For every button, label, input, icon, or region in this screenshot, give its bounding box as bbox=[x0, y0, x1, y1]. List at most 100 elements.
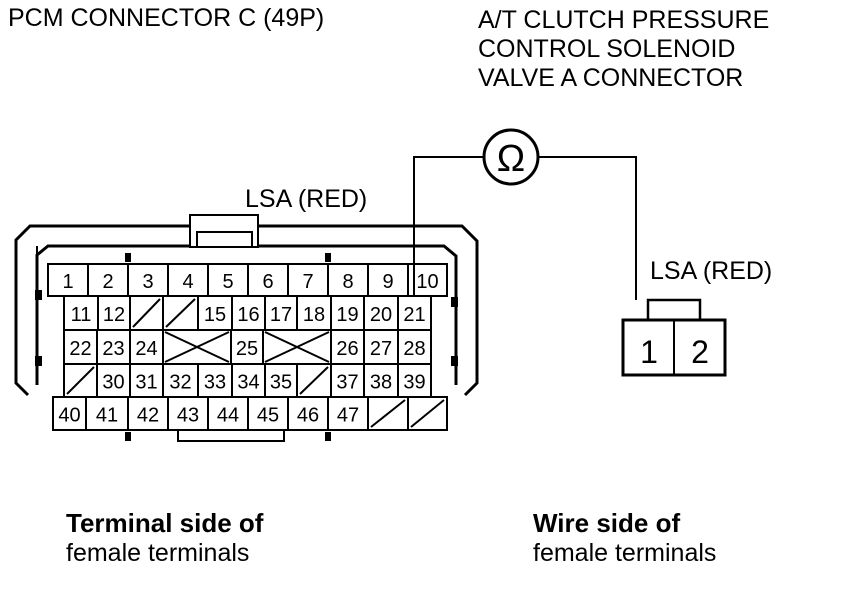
pcm-connector-title: PCM CONNECTOR C (49P) bbox=[8, 4, 325, 32]
pcm-terminal-19: 19 bbox=[336, 304, 358, 326]
pcm-terminal-25: 25 bbox=[236, 338, 258, 360]
pcm-blank-cavity bbox=[162, 329, 232, 365]
solenoid-connector-title: A/T CLUTCH PRESSURE CONTROL SOLENOID VAL… bbox=[478, 6, 769, 93]
probe-wire-pcm bbox=[413, 156, 484, 296]
pcm-unused-cavity bbox=[407, 396, 448, 431]
pcm-terminal-8: 8 bbox=[342, 271, 353, 293]
pcm-terminal-cell: 47 bbox=[327, 396, 369, 431]
pcm-unused-cavity bbox=[162, 295, 199, 331]
pcm-terminal-1: 1 bbox=[62, 271, 73, 293]
pcm-terminal-cell: 7 bbox=[287, 263, 329, 297]
pcm-terminal-cell: 3 bbox=[127, 263, 169, 297]
pcm-terminal-11: 11 bbox=[71, 304, 92, 326]
pcm-terminal-cell: 40 bbox=[52, 396, 87, 431]
pcm-terminal-cell: 19 bbox=[330, 295, 365, 331]
pcm-terminal-47: 47 bbox=[337, 405, 359, 427]
pcm-terminal-cell: 38 bbox=[363, 363, 399, 398]
pcm-keys bbox=[35, 253, 458, 441]
pcm-bottom-latch bbox=[177, 429, 285, 442]
pcm-terminal-cell: 12 bbox=[97, 295, 131, 331]
pcm-terminal-cell: 21 bbox=[397, 295, 432, 331]
pcm-terminal-cell: 9 bbox=[367, 263, 409, 297]
pcm-terminal-cell: 39 bbox=[397, 363, 432, 398]
pcm-terminal-cell: 26 bbox=[330, 329, 365, 365]
ohmmeter-icon: Ω bbox=[482, 128, 540, 186]
pcm-blank-cavity bbox=[262, 329, 332, 365]
pcm-terminal-31: 31 bbox=[135, 372, 157, 394]
solenoid-terminal-2: 2 bbox=[691, 334, 709, 370]
pcm-terminal-23: 23 bbox=[102, 338, 124, 360]
pcm-terminal-cell: 17 bbox=[264, 295, 298, 331]
pcm-terminal-cell: 20 bbox=[363, 295, 399, 331]
pcm-terminal-cell: 22 bbox=[63, 329, 98, 365]
pcm-terminal-21: 21 bbox=[403, 304, 425, 326]
pcm-terminal-34: 34 bbox=[237, 372, 259, 394]
pcm-terminal-cell: 28 bbox=[397, 329, 432, 365]
pcm-terminal-cell: 43 bbox=[167, 396, 209, 431]
pcm-terminal-cell: 32 bbox=[162, 363, 199, 398]
pcm-terminal-33: 33 bbox=[204, 372, 226, 394]
pcm-caption-line2: female terminals bbox=[66, 539, 250, 567]
pcm-terminal-15: 15 bbox=[204, 304, 226, 326]
pcm-terminal-7: 7 bbox=[302, 271, 313, 293]
pcm-terminal-cell: 23 bbox=[96, 329, 131, 365]
solenoid-title-line: A/T CLUTCH PRESSURE bbox=[478, 6, 770, 34]
solenoid-title-line: VALVE A CONNECTOR bbox=[478, 64, 744, 92]
probe-wire-solenoid bbox=[538, 156, 637, 300]
pcm-terminal-26: 26 bbox=[336, 338, 358, 360]
solenoid-caption-line1: Wire side of bbox=[533, 508, 681, 538]
pcm-terminal-46: 46 bbox=[297, 405, 319, 427]
pcm-terminal-cell: 6 bbox=[247, 263, 289, 297]
pcm-terminal-cell: 37 bbox=[330, 363, 365, 398]
pcm-terminal-5: 5 bbox=[222, 271, 233, 293]
pcm-terminal-cell: 34 bbox=[231, 363, 266, 398]
pcm-unused-cavity bbox=[129, 295, 164, 331]
pcm-terminal-28: 28 bbox=[403, 338, 425, 360]
pcm-terminal-cell: 35 bbox=[264, 363, 298, 398]
pcm-terminal-2: 2 bbox=[102, 271, 113, 293]
pcm-terminal-cell: 31 bbox=[129, 363, 164, 398]
pcm-terminal-17: 17 bbox=[270, 304, 292, 326]
ohm-symbol: Ω bbox=[497, 138, 525, 180]
solenoid-terminal-1: 1 bbox=[640, 334, 658, 370]
pcm-terminal-12: 12 bbox=[103, 304, 125, 326]
pcm-terminal-43: 43 bbox=[177, 405, 199, 427]
pcm-terminal-cell: 2 bbox=[87, 263, 129, 297]
pcm-terminal-cell: 46 bbox=[287, 396, 329, 431]
pcm-wire-label: LSA (RED) bbox=[245, 185, 368, 213]
pcm-terminal-16: 16 bbox=[237, 304, 259, 326]
pcm-terminal-cell: 27 bbox=[363, 329, 399, 365]
pcm-terminal-4: 4 bbox=[182, 271, 193, 293]
pcm-terminal-cell: 18 bbox=[296, 295, 332, 331]
solenoid-wire-label: LSA (RED) bbox=[650, 257, 773, 285]
pcm-terminal-42: 42 bbox=[137, 405, 159, 427]
pcm-terminal-37: 37 bbox=[336, 372, 358, 394]
pcm-terminal-38: 38 bbox=[370, 372, 392, 394]
pcm-terminal-45: 45 bbox=[257, 405, 279, 427]
pcm-terminal-32: 32 bbox=[169, 372, 191, 394]
pcm-terminal-cell: 11 bbox=[63, 295, 99, 331]
pcm-unused-cavity bbox=[296, 363, 332, 398]
pcm-unused-cavity bbox=[367, 396, 409, 431]
pcm-terminal-cell: 16 bbox=[231, 295, 266, 331]
pcm-terminal-6: 6 bbox=[262, 271, 273, 293]
pcm-terminal-cell: 5 bbox=[207, 263, 249, 297]
pcm-terminal-cell: 44 bbox=[207, 396, 249, 431]
pcm-terminal-10: 10 bbox=[416, 271, 438, 293]
pcm-terminal-cell: 25 bbox=[230, 329, 264, 365]
pcm-terminal-cell: 45 bbox=[247, 396, 289, 431]
pcm-top-latch bbox=[189, 214, 259, 248]
pcm-terminal-cell: 33 bbox=[197, 363, 233, 398]
pcm-terminal-30: 30 bbox=[102, 372, 124, 394]
pcm-terminal-9: 9 bbox=[382, 271, 393, 293]
pcm-terminal-41: 41 bbox=[96, 405, 118, 427]
pcm-terminal-3: 3 bbox=[142, 271, 153, 293]
pcm-terminal-18: 18 bbox=[303, 304, 325, 326]
probe-wires bbox=[413, 156, 637, 300]
pcm-terminal-40: 40 bbox=[58, 405, 80, 427]
pcm-terminal-cell: 1 bbox=[47, 263, 89, 297]
pcm-terminal-20: 20 bbox=[370, 304, 392, 326]
pcm-terminal-cell: 8 bbox=[327, 263, 369, 297]
